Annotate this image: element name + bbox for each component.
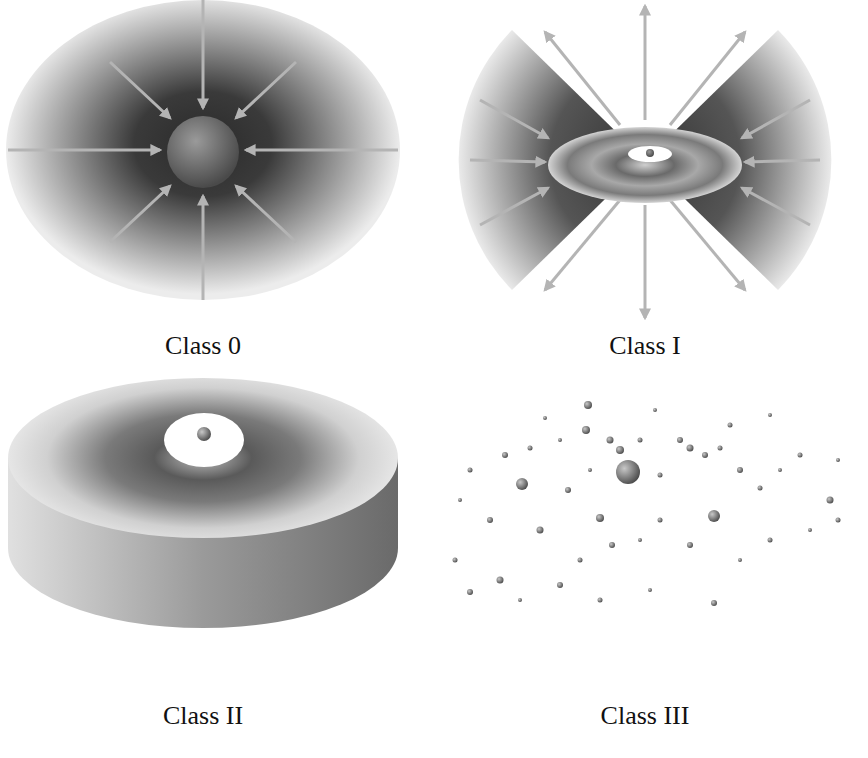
class-label: Class II bbox=[163, 700, 243, 731]
class-label: Class III bbox=[601, 700, 690, 731]
class-label: Class I bbox=[609, 330, 681, 361]
class-label: Class 0 bbox=[165, 330, 241, 361]
